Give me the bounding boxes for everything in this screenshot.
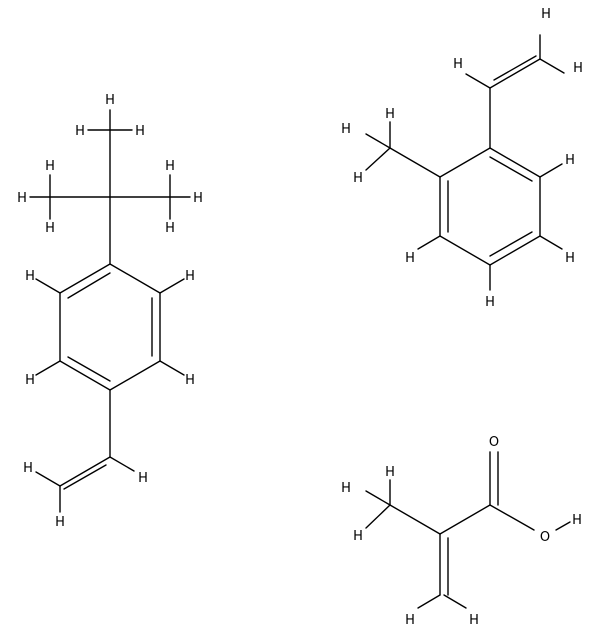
hydrogen-label: H [541, 7, 551, 22]
hydrogen-label: H [135, 124, 145, 139]
hydrogen-label: H [23, 461, 33, 476]
bond [439, 504, 491, 535]
molecule-tert-butylstyrene: H H H H H H H H H H H H H H H H [17, 93, 203, 530]
hydrogen-label: H [573, 61, 583, 76]
oxygen-label: O [489, 435, 499, 450]
bond [35, 471, 61, 487]
hydrogen-label: H [572, 513, 582, 528]
molecule-methacrylic-acid: O O H H H H H H [341, 435, 582, 628]
hydrogen-label: H [75, 124, 85, 139]
hydrogen-label: H [105, 93, 115, 108]
bond [109, 263, 161, 294]
bond [159, 278, 185, 294]
bond [489, 147, 541, 178]
bond [443, 594, 467, 609]
hydrogen-label: H [453, 57, 463, 72]
bond [109, 360, 161, 391]
hydrogen-label: H [55, 515, 65, 530]
bond [417, 235, 441, 250]
bond [489, 231, 533, 257]
bond [439, 147, 491, 178]
bond [109, 456, 135, 472]
bond [539, 58, 565, 74]
hydrogen-label: H [165, 159, 175, 174]
hydrogen-label: H [565, 153, 575, 168]
hydrogen-label: H [405, 251, 415, 266]
bond [365, 147, 391, 171]
bond [59, 360, 111, 391]
hydrogen-label: H [385, 465, 395, 480]
bond [67, 272, 111, 299]
bond [389, 147, 441, 178]
hydrogen-label: H [25, 373, 35, 388]
hydrogen-label: H [45, 221, 55, 236]
bond [389, 504, 441, 535]
hydrogen-label: H [485, 295, 495, 310]
atom-labels: H H H H H H H H H H [341, 7, 583, 310]
hydrogen-label: H [469, 613, 479, 628]
bond [67, 356, 111, 382]
bond [465, 73, 491, 89]
bond [159, 360, 185, 376]
hydrogen-label: H [185, 269, 195, 284]
oxygen-label: O [540, 530, 550, 545]
hydrogen-label: H [405, 613, 415, 628]
hydrogen-label: H [385, 107, 395, 122]
atom-labels: O O H H H H H H [341, 435, 582, 628]
hydrogen-label: H [341, 122, 351, 137]
hydrogen-label: H [165, 221, 175, 236]
hydrogen-label: H [185, 373, 195, 388]
hydrogen-label: H [17, 191, 27, 206]
bond [539, 163, 563, 178]
bond [417, 594, 441, 609]
bond [489, 58, 541, 89]
hydrogen-label: H [138, 471, 148, 486]
bond [63, 464, 107, 490]
hydrogen-label: H [565, 251, 575, 266]
atom-labels: H H H H H H H H H H H H H H H H [17, 93, 203, 530]
bond [59, 263, 111, 294]
bond [35, 360, 61, 376]
bond [555, 521, 571, 531]
bond [539, 235, 563, 250]
bond [365, 490, 391, 506]
hydrogen-label: H [25, 269, 35, 284]
bond [489, 504, 535, 531]
hydrogen-label: H [353, 171, 363, 186]
bond [489, 156, 533, 182]
hydrogen-label: H [341, 481, 351, 496]
molecule-methylstyrene: H H H H H H H H H H [341, 7, 583, 310]
bond [365, 504, 391, 529]
bond [365, 133, 391, 149]
bond [493, 55, 537, 81]
bond [59, 456, 111, 487]
hydrogen-label: H [45, 159, 55, 174]
bond [35, 278, 61, 294]
bond [489, 235, 541, 266]
hydrogen-label: H [353, 529, 363, 544]
bond [439, 235, 491, 266]
hydrogen-label: H [193, 191, 203, 206]
